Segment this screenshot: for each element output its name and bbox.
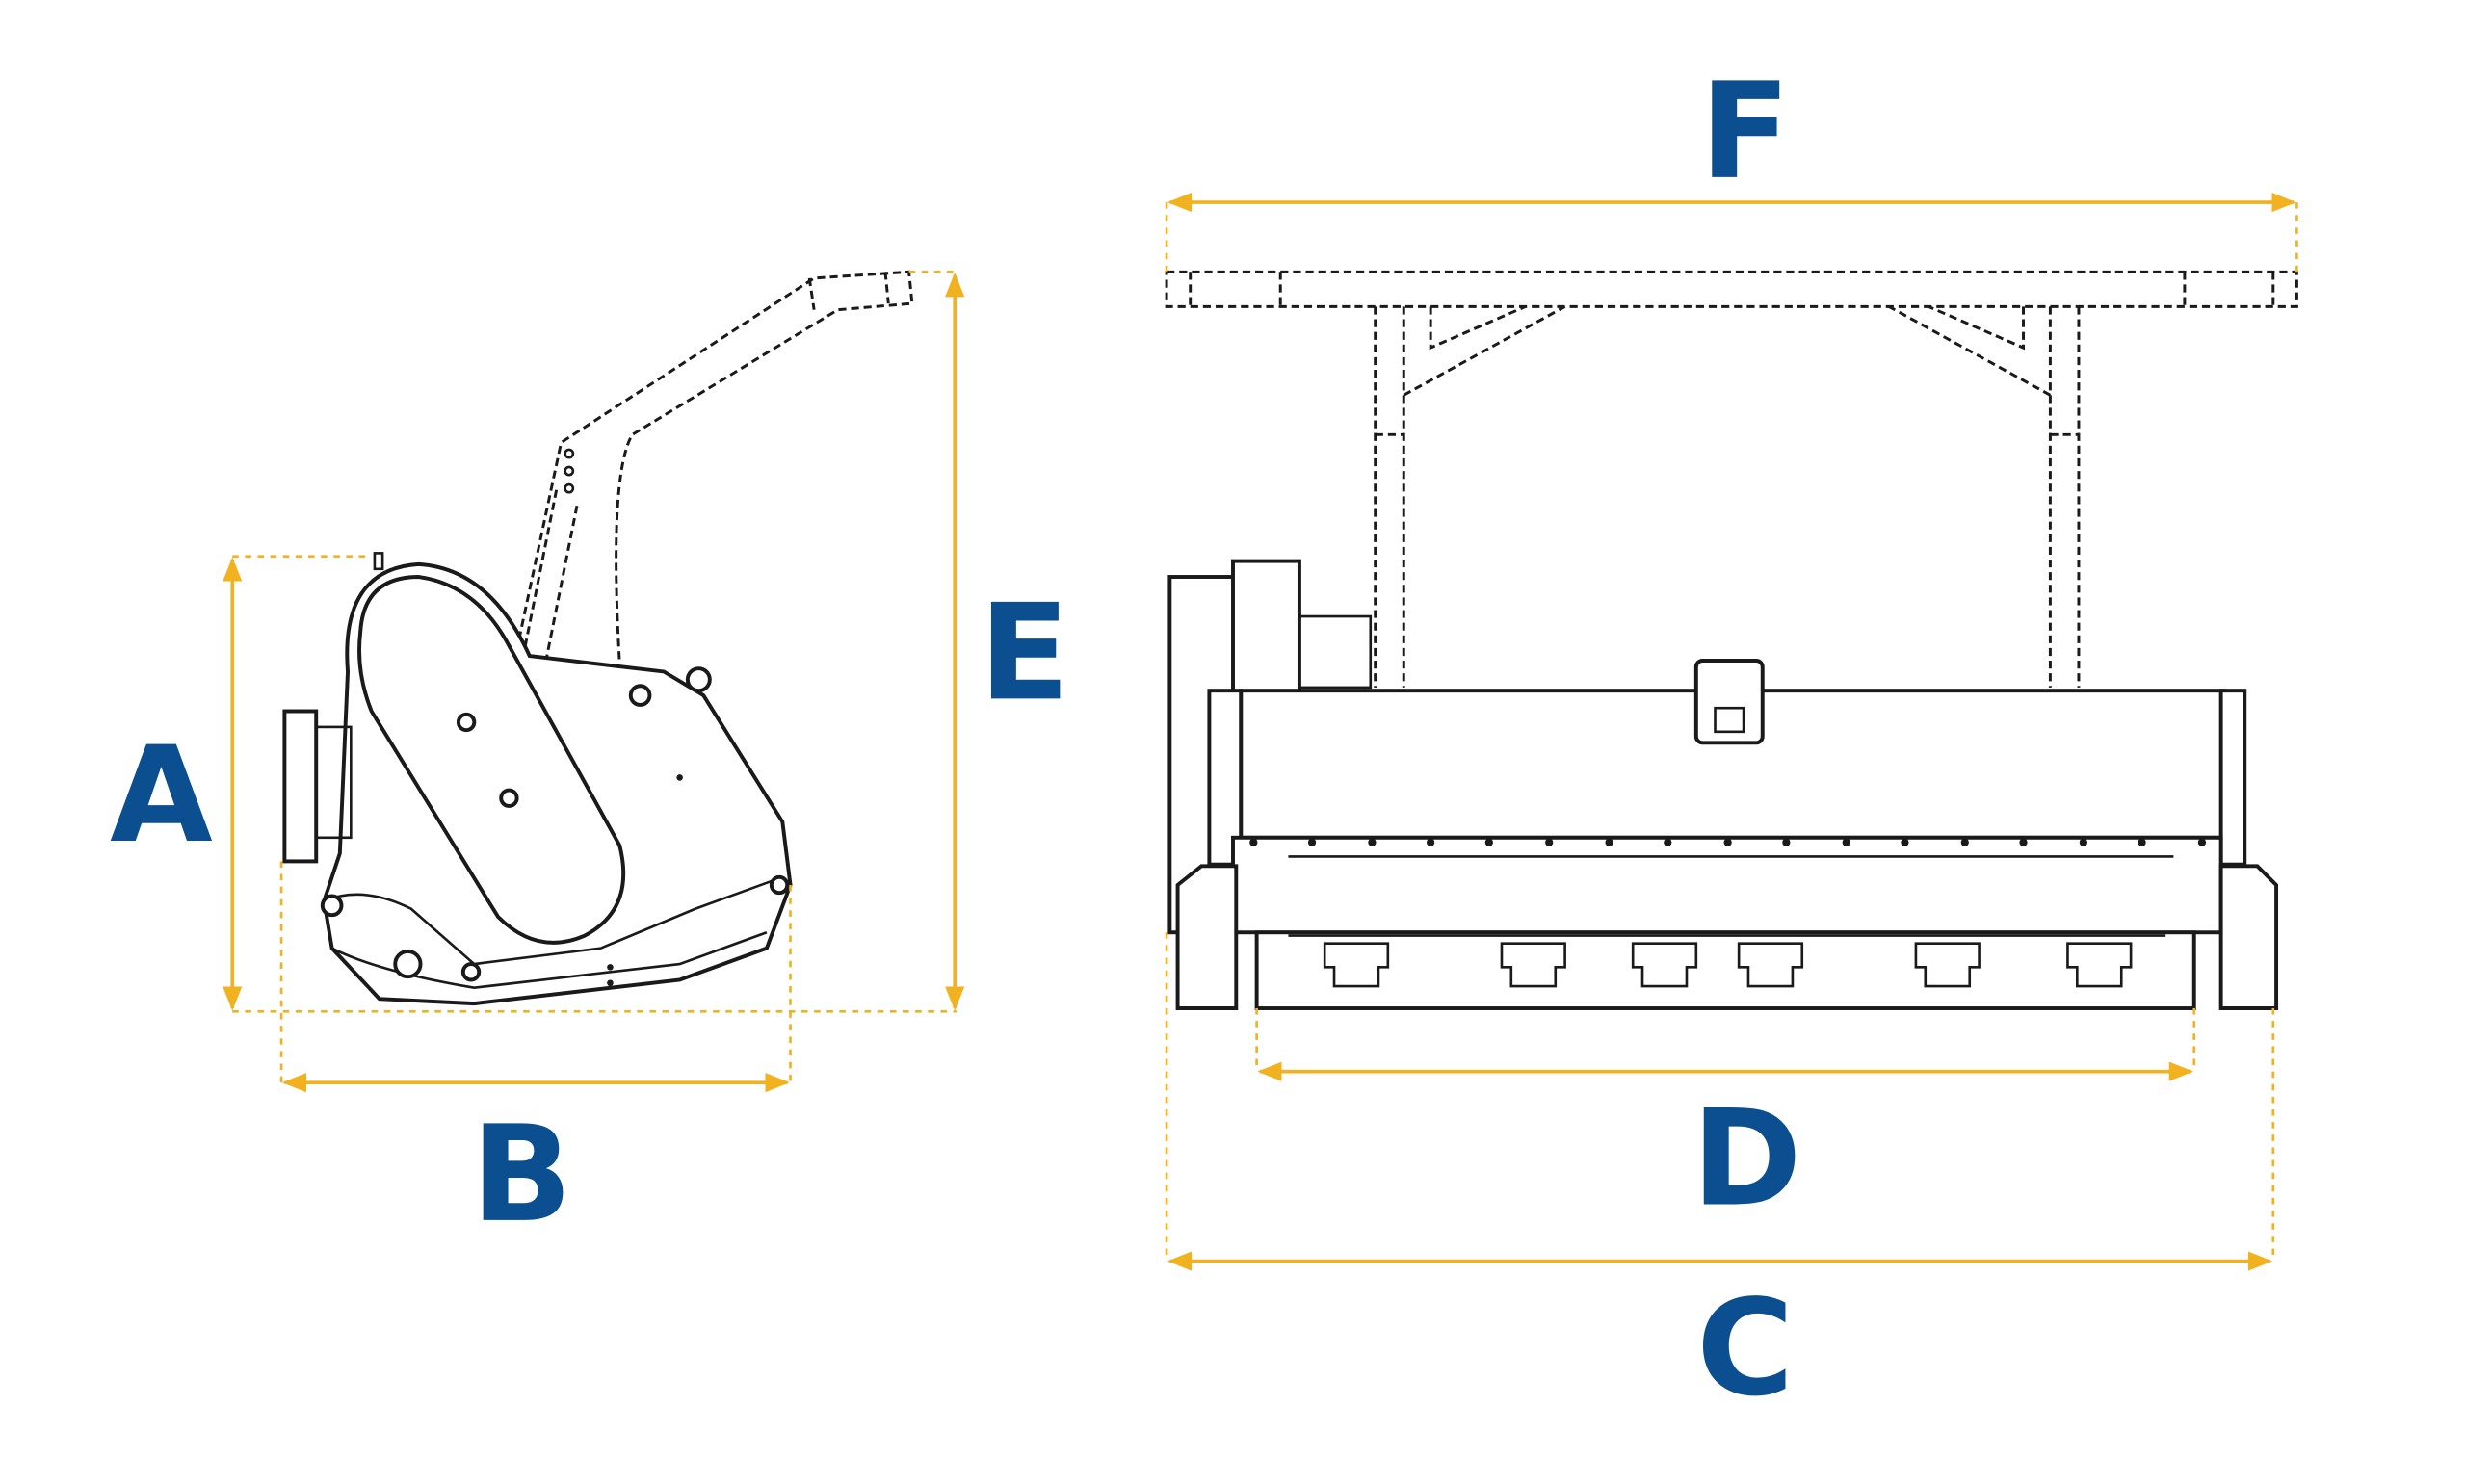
front-view-teeth — [1323, 942, 2133, 988]
side-view-mount-plate — [282, 709, 319, 864]
side-view-hitch-dashed — [512, 270, 914, 664]
label-f: F — [1700, 54, 1791, 209]
label-e: E — [979, 575, 1069, 730]
front-view-right-skid — [2218, 864, 2279, 1010]
front-view-bolt-row — [1249, 838, 2207, 846]
front-view-hitch-frame-dashed — [1165, 270, 2298, 688]
dimension-a — [223, 555, 957, 1013]
dimension-c — [1165, 932, 2275, 1271]
front-view-drawing — [1165, 270, 2298, 1010]
dimension-f — [1165, 192, 2298, 273]
label-a: A — [110, 717, 213, 872]
side-view-belt-cover — [357, 575, 626, 945]
front-view-top-link — [1693, 659, 1765, 745]
label-d: D — [1692, 1081, 1801, 1237]
label-b: B — [471, 1097, 572, 1252]
side-view-drawing — [282, 270, 914, 1006]
front-view-left-skid — [1175, 864, 1239, 1010]
dimension-e — [908, 270, 965, 1011]
front-view-rotor — [1254, 930, 2196, 1010]
dimension-d — [1255, 1008, 2196, 1081]
label-c: C — [1696, 1270, 1794, 1425]
dimension-b — [279, 861, 792, 1093]
